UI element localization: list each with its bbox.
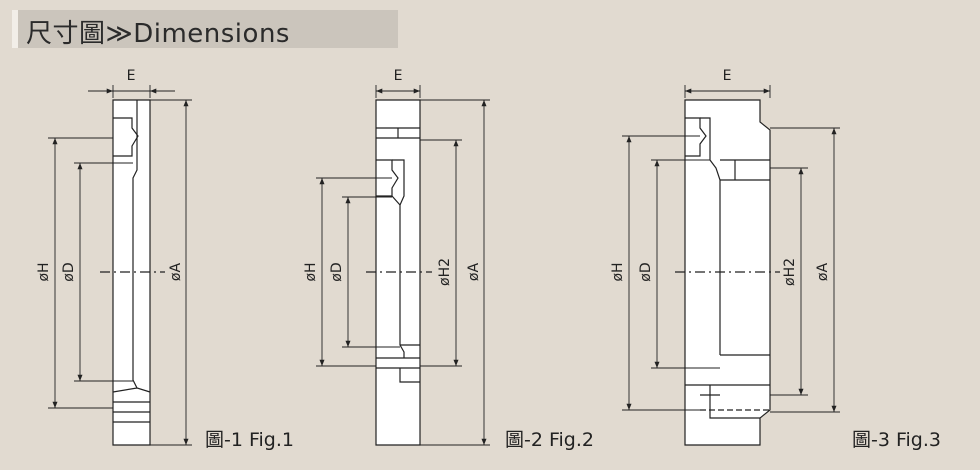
fig1-label-e: E [127,68,136,84]
fig1-label-d: øD [61,262,77,281]
fig3-bottom-step [685,384,770,419]
figure-2 [316,85,490,446]
fig2-label-h2: øH2 [437,258,453,286]
fig1-bore-lines [112,100,151,393]
fig1-label-a: øA [168,263,184,282]
fig1-caption: 圖-1 Fig.1 [205,429,294,451]
fig3-label-d: øD [638,262,654,281]
fig1-bottom-steps [113,401,150,423]
fig3-label-a: øA [815,263,831,282]
fig2-label-a: øA [466,263,482,282]
figure-1 [48,85,192,446]
fig3-flange-outline [684,99,771,446]
fig1-bolt-hole [113,117,139,157]
fig3-label-e: E [723,68,732,84]
fig2-label-e: E [394,68,403,84]
fig3-caption: 圖-3 Fig.3 [852,429,941,451]
fig3-bore-lines [700,117,770,356]
fig3-label-h: øH [610,262,626,281]
fig2-bore-lines [391,159,405,358]
fig2-label-h: øH [303,262,319,281]
fig3-tapped-hole [720,159,770,181]
fig2-caption: 圖-2 Fig.2 [505,429,594,451]
fig2-label-d: øD [329,262,345,281]
figure-3 [622,85,840,446]
fig1-label-h: øH [36,262,52,281]
section-title: 尺寸圖≫Dimensions [26,19,290,49]
section-header [12,10,398,48]
fig2-bottom-step [376,344,420,383]
fig2-top-step [376,127,420,139]
fig3-label-h2: øH2 [782,258,798,286]
